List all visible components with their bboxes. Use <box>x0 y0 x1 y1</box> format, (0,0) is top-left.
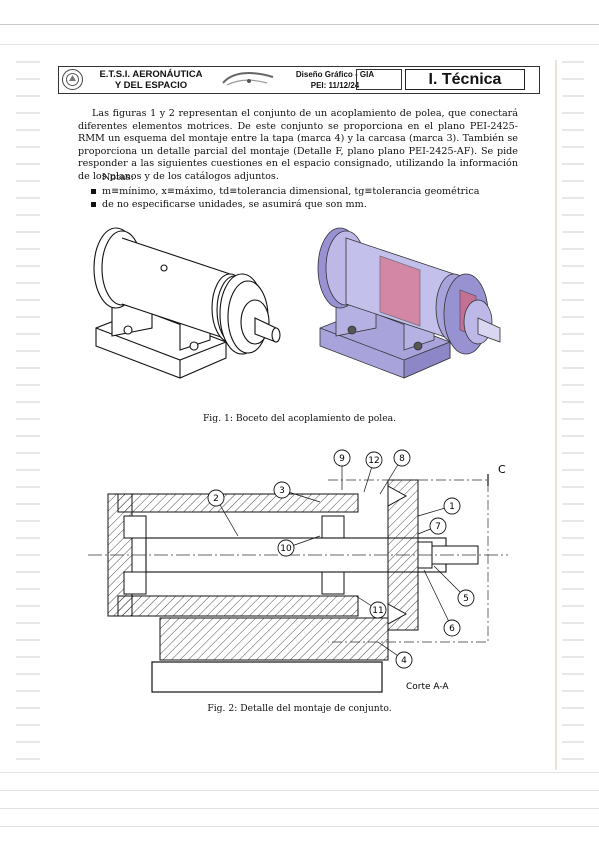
figure-2-caption: Fig. 2: Detalle del montaje de conjunto. <box>207 703 392 714</box>
callout-mark-10: 10 <box>280 544 292 554</box>
exam-header: E.T.S.I. AERONÁUTICA Y DEL ESPACIO Diseñ… <box>58 66 540 94</box>
callout-bubble <box>457 589 475 607</box>
bottom-rule-3 <box>0 808 599 809</box>
callout-bubble <box>369 601 387 619</box>
callout-bubble <box>277 539 295 557</box>
top-rule <box>0 24 599 25</box>
callout-bubble <box>365 451 383 469</box>
callout-mark-12: 12 <box>368 456 379 466</box>
exam-date: PEI: 11/12/24 <box>310 81 360 90</box>
callout-mark-6: 6 <box>449 624 455 634</box>
school-name-line2: Y DEL ESPACIO <box>114 80 188 91</box>
callout-bubble <box>395 651 413 669</box>
callout-bubble <box>443 497 461 515</box>
callout-bubble <box>429 517 447 535</box>
callout-mark-11: 11 <box>372 606 383 616</box>
school-name: E.T.S.I. AERONÁUTICA Y DEL ESPACIO <box>85 69 217 91</box>
pulley-assembly-line-drawing <box>93 227 281 379</box>
figure-1-caption: Fig. 1: Boceto del acoplamiento de polea… <box>202 413 397 424</box>
course-info: Diseño Gráfico - GIA PEI: 11/12/24 <box>285 69 385 91</box>
department-logo-icon <box>219 69 279 89</box>
section-title: I. Técnica <box>405 69 525 90</box>
bearing-left-bottom <box>123 571 147 595</box>
callout-mark-8: 8 <box>399 454 405 464</box>
bottom-rule-1 <box>0 772 599 773</box>
callout-leader <box>423 569 453 629</box>
pulley-assembly-section-render <box>317 227 501 379</box>
figure-1-sketch <box>93 227 501 379</box>
housing-top-wall <box>117 493 359 513</box>
housing-bottom-wall <box>117 595 359 617</box>
intro-paragraph: Las figuras 1 y 2 representan el conjunt… <box>78 108 518 183</box>
callout-mark-1: 1 <box>449 502 455 512</box>
callout-mark-3: 3 <box>279 486 285 496</box>
section-letter: C <box>498 463 506 476</box>
callout-mark-2: 2 <box>213 494 219 504</box>
course-name: Diseño Gráfico - GIA <box>295 70 375 79</box>
bearing-right-top <box>321 515 345 539</box>
callout-mark-5: 5 <box>463 594 469 604</box>
callout-bubble <box>207 489 225 507</box>
callout-mark-9: 9 <box>339 454 345 464</box>
intro-text: Las figuras 1 y 2 representan el conjunt… <box>78 108 518 182</box>
notes-title: Notas: <box>102 172 134 183</box>
bearing-right-bottom <box>321 571 345 595</box>
callout-bubble <box>443 619 461 637</box>
callout-mark-7: 7 <box>435 522 441 532</box>
callout-bubble <box>333 449 351 467</box>
blank-id-box <box>356 69 402 90</box>
bearing-left-top <box>123 515 147 539</box>
university-seal-icon <box>62 69 83 90</box>
callout-bubble <box>273 481 291 499</box>
bottom-rule-2 <box>0 790 599 791</box>
housing-foot <box>159 617 389 661</box>
detail-frame <box>328 479 489 643</box>
base-plate <box>151 661 383 693</box>
note-item: de no especificarse unidades, se asumirá… <box>90 198 510 211</box>
top-rule-2 <box>0 44 599 45</box>
section-label: Corte A-A <box>406 682 449 692</box>
bottom-rule-4 <box>0 826 599 827</box>
notes-list: m≡mínimo, x≡máximo, td≡tolerancia dimens… <box>90 185 510 211</box>
school-name-line1: E.T.S.I. AERONÁUTICA <box>99 69 203 80</box>
callout-mark-4: 4 <box>401 656 407 666</box>
callout-bubble <box>393 449 411 467</box>
note-item: m≡mínimo, x≡máximo, td≡tolerancia dimens… <box>90 185 510 198</box>
pulley-grooves <box>387 485 408 625</box>
